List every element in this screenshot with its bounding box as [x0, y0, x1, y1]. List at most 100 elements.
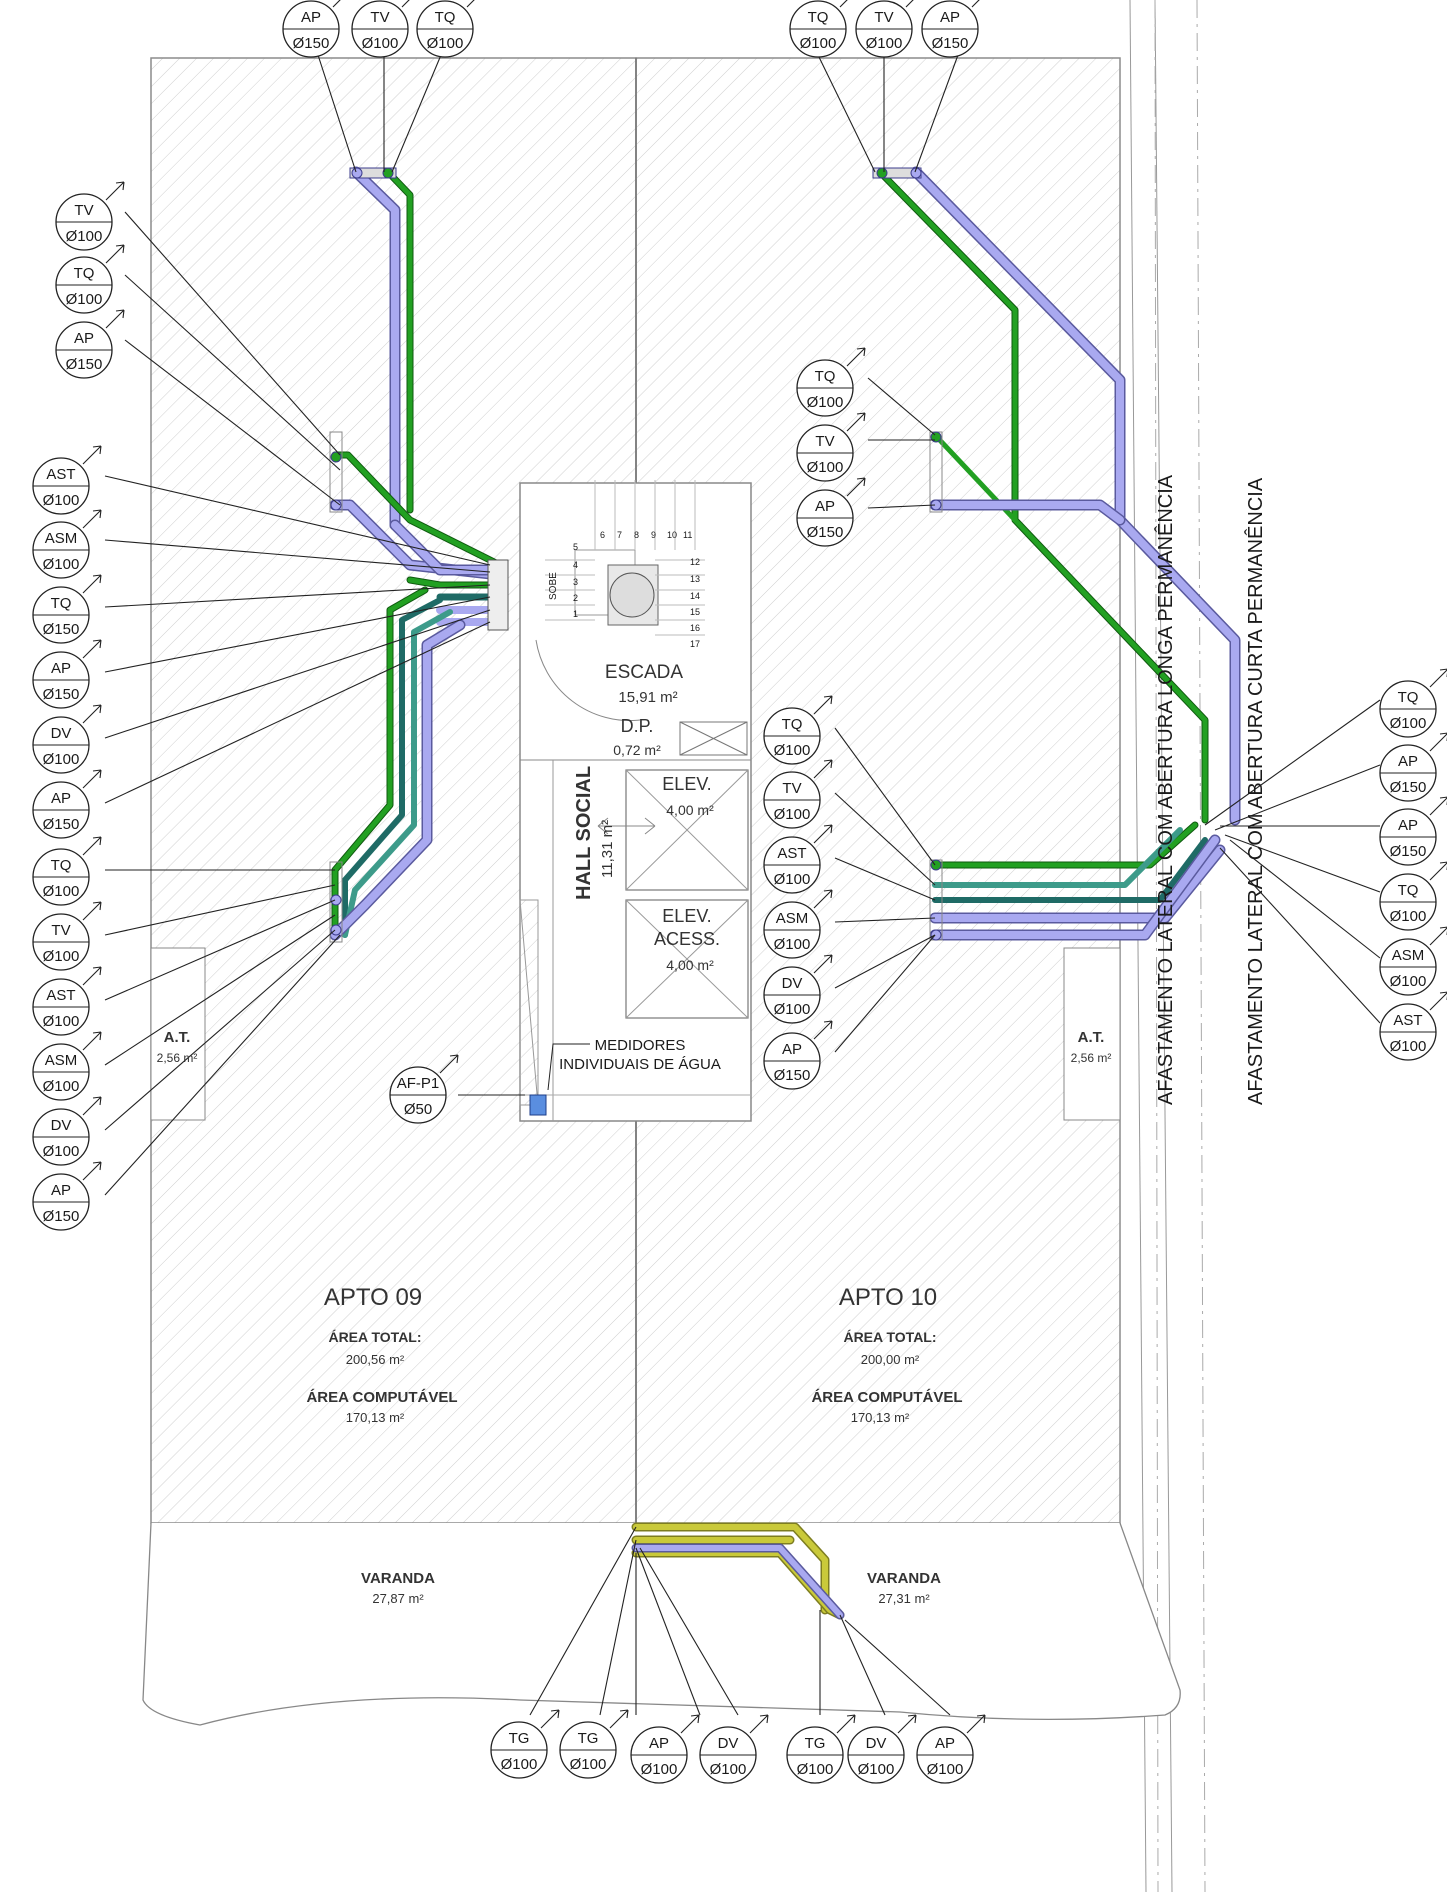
pipe-tag-arrow-icon: [813, 824, 833, 844]
pipe-tag-diameter: Ø100: [927, 1761, 964, 1778]
pipe-tag-arrow-icon: [897, 1714, 917, 1734]
pipe-tag-arrow-icon: [846, 477, 866, 497]
pipe-tag-diameter: Ø150: [43, 621, 80, 638]
elev-acess-name-1: ELEV.: [662, 906, 711, 926]
pipe-tag-diameter: Ø100: [807, 394, 844, 411]
stair-step: 17: [690, 639, 700, 649]
stair-step: 3: [573, 577, 578, 587]
pipe-tag-type: AST: [1393, 1012, 1422, 1029]
pipe-tag-diameter: Ø100: [362, 35, 399, 52]
pipe-tag-diameter: Ø150: [43, 1208, 80, 1225]
pipe-tag-type: TV: [370, 9, 389, 26]
pipe-tag-type: ASM: [45, 1052, 78, 1069]
apto10-comp-label: ÁREA COMPUTÁVEL: [811, 1389, 962, 1406]
apto09-total: 200,56 m²: [346, 1352, 405, 1367]
pipe-tag-type: TQ: [51, 595, 72, 612]
pipe-tag-type: AP: [815, 498, 835, 515]
central-core: [519, 480, 752, 1122]
stair-sobe: SOBE: [548, 572, 559, 600]
stair-step: 7: [617, 530, 622, 540]
pipe-tag-arrow-icon: [82, 574, 102, 594]
apto09-total-label: ÁREA TOTAL:: [328, 1329, 421, 1345]
stair-step: 9: [651, 530, 656, 540]
pipe-tag-arrow-icon: [82, 1161, 102, 1181]
varanda-right-name: VARANDA: [867, 1570, 941, 1587]
pipe-tag-arrow-icon: [82, 445, 102, 465]
pipe-tag: TQ Ø150: [32, 574, 102, 644]
pipe-tag-type: AST: [46, 466, 75, 483]
stair-step: 5: [573, 542, 578, 552]
pipe-tag-diameter: Ø100: [43, 883, 80, 900]
stair-step: 4: [573, 560, 578, 570]
pipe-tag-arrow-icon: [966, 1714, 986, 1734]
stair-step: 11: [683, 530, 692, 540]
hall-area: 11,31 m²: [599, 820, 616, 878]
pipe-tag: TV Ø100: [351, 0, 410, 58]
pipe-tag-arrow-icon: [813, 1020, 833, 1040]
pipe-tag-type: DV: [51, 725, 72, 742]
pipe-tag-arrow-icon: [540, 1709, 560, 1729]
pipe-tag-arrow-icon: [82, 966, 102, 986]
apto10-total-label: ÁREA TOTAL:: [843, 1329, 936, 1345]
stair-step: 6: [600, 530, 605, 540]
pipe-tag-diameter: Ø100: [710, 1761, 747, 1778]
pipe-tag-arrow-icon: [82, 509, 102, 529]
pipe-tag-arrow-icon: [82, 1096, 102, 1116]
stair-step: 2: [573, 593, 578, 603]
pipe-tag-type: DV: [782, 975, 803, 992]
stair-step: 1: [573, 609, 578, 619]
at-left-name: A.T.: [164, 1029, 191, 1046]
pipe-tag-type: TQ: [51, 857, 72, 874]
pipe-tag-type: AP: [74, 330, 94, 347]
pipe-tag-type: AP: [782, 1041, 802, 1058]
pipe-tag-arrow-icon: [82, 769, 102, 789]
pipe-tag-arrow-icon: [680, 1714, 700, 1734]
escada-area: 15,91 m²: [618, 689, 677, 706]
pipe-tag-arrow-icon: [1429, 861, 1447, 881]
at-right-area: 2,56 m²: [1071, 1051, 1112, 1065]
elev-name: ELEV.: [662, 774, 711, 794]
elev-acess-area: 4,00 m²: [666, 957, 714, 973]
pipe-tag-diameter: Ø100: [858, 1761, 895, 1778]
pipe-tag-type: TV: [74, 202, 93, 219]
apto09-name: APTO 09: [324, 1284, 422, 1311]
pipe-tag-arrow-icon: [332, 0, 341, 8]
pipe-tag-type: AST: [777, 845, 806, 862]
pipe-tag-type: AP: [1398, 753, 1418, 770]
pipe-tag-diameter: Ø100: [1390, 1038, 1427, 1055]
pipe-tag-diameter: Ø100: [774, 742, 811, 759]
pipe-tag-type: TV: [874, 9, 893, 26]
pipe-tag-diameter: Ø100: [427, 35, 464, 52]
apto10-name: APTO 10: [839, 1284, 937, 1311]
at-boxes: [150, 947, 1121, 1121]
stair-step: 10: [667, 530, 677, 540]
pipe-tag-type: AP: [51, 1182, 71, 1199]
pipe-tag-diameter: Ø100: [774, 1001, 811, 1018]
pipe-tag: TQ Ø100: [32, 836, 102, 906]
pipe-tag-diameter: Ø100: [43, 1078, 80, 1095]
medidores-line-2: INDIVIDUAIS DE ÁGUA: [559, 1056, 721, 1073]
stair-step: 16: [690, 623, 700, 633]
afastamento-curta: AFASTAMENTO LATERAL COM ABERTURA CURTA P…: [1244, 477, 1267, 1105]
pipe-tag: ASM Ø100: [32, 1031, 102, 1101]
pipe-tag-diameter: Ø100: [797, 1761, 834, 1778]
pipe-tag-arrow-icon: [1429, 796, 1447, 816]
pipe-tag-type: TV: [51, 922, 70, 939]
